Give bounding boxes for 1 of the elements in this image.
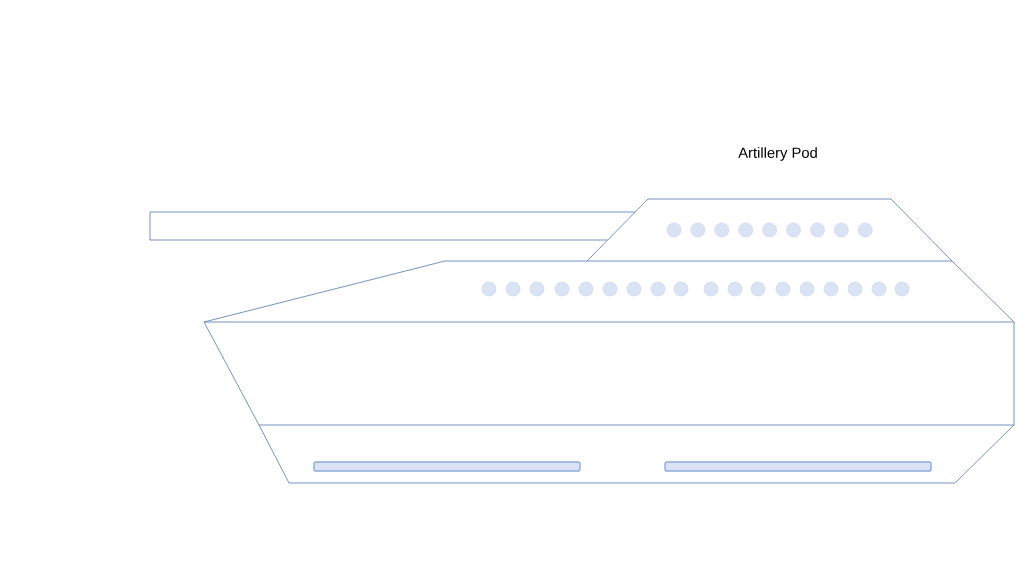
part-label: Artillery Pod [738,147,817,161]
